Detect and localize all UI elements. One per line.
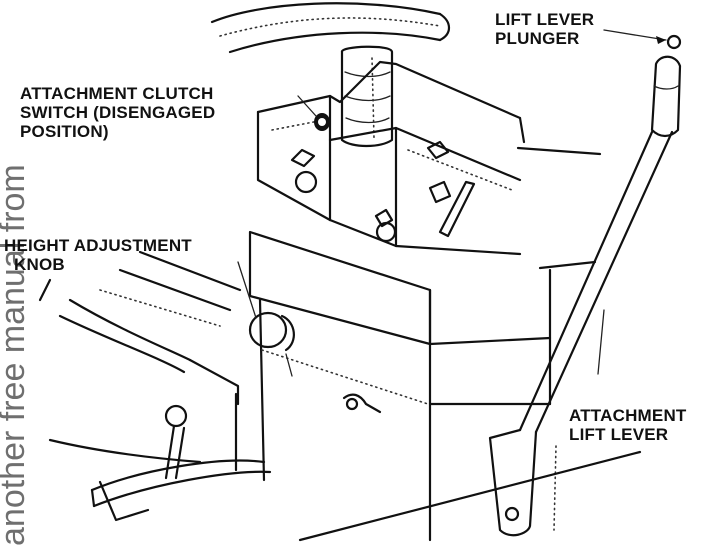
- lift-lever-plunger-line-2: PLUNGER: [495, 29, 580, 48]
- clutch-switch-icon: [314, 113, 330, 131]
- pedestal-icon: [248, 230, 552, 542]
- clutch-switch-line-1: ATTACHMENT CLUTCH: [20, 84, 214, 103]
- lift-lever-line-2: LIFT LEVER: [569, 425, 669, 444]
- seat-icon: [38, 250, 242, 406]
- clutch-switch-line-2: SWITCH (DISENGAGED: [20, 103, 216, 122]
- dash-console-icon: [256, 60, 602, 270]
- height-adjustment-knob-icon: [248, 311, 295, 377]
- clutch-switch-label: ATTACHMENT CLUTCH SWITCH (DISENGAGED POS…: [20, 84, 215, 141]
- attachment-lift-lever-icon: [488, 34, 682, 537]
- lift-lever-line-1: ATTACHMENT: [569, 406, 687, 425]
- watermark-text: another free manual from: [0, 164, 30, 546]
- leader-lines: [237, 29, 667, 375]
- height-knob-label: HEIGHT ADJUSTMENT KNOB: [4, 236, 192, 274]
- throttle-lever-icon: [342, 393, 382, 414]
- clutch-switch-line-3: POSITION): [20, 122, 109, 141]
- height-knob-line-2: KNOB: [14, 255, 65, 274]
- lift-lever-plunger-label: LIFT LEVER PLUNGER: [495, 10, 594, 48]
- lift-lever-plunger-line-1: LIFT LEVER: [495, 10, 595, 29]
- steering-wheel-icon: [210, 2, 451, 54]
- lift-lever-label: ATTACHMENT LIFT LEVER: [569, 406, 687, 444]
- console-controls-icon: [290, 140, 476, 243]
- height-knob-line-1: HEIGHT ADJUSTMENT: [4, 236, 192, 255]
- steering-column-icon: [340, 45, 394, 148]
- floor-shifter-icon: [48, 392, 642, 542]
